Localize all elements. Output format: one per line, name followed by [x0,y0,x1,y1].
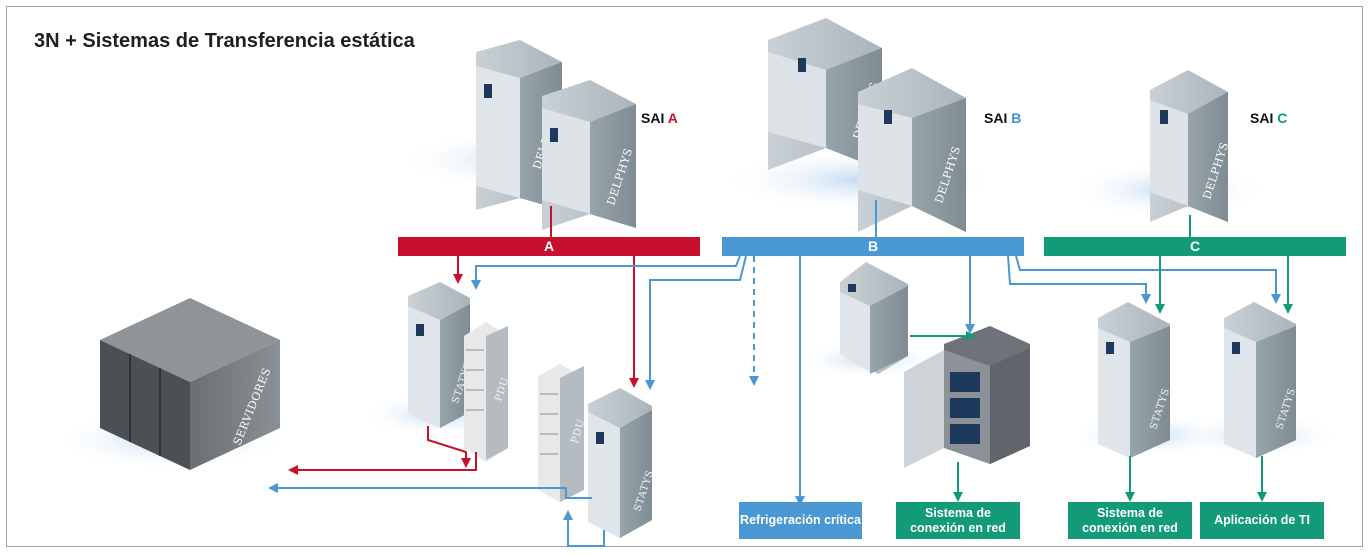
red-sts1-pdu [427,426,471,468]
diagram-title: 3N + Sistemas de Transferencia estática [34,30,415,52]
blue-to-sts4 [1015,255,1281,304]
ups-a-label: SAI A [641,110,678,126]
network-rack [904,326,1030,468]
box-cooling: Refrigeración crítica [739,502,862,539]
diagram-frame [6,6,1363,547]
bus-a: A [398,237,700,256]
ups-a-prefix: SAI [641,110,668,126]
pdu-rack-2: PDU [538,364,587,502]
ups-b-cabinet-1: DELPHYS [768,18,882,170]
blue-to-servers [268,483,592,499]
ups-b-label: SAI B [984,110,1021,126]
servers-rack: SERVIDORES [100,298,280,470]
sts-cabinet-1: STATYS [408,282,474,428]
ups-b-cabinet-2: DELPHYS [858,68,966,232]
ups-c-letter: C [1277,110,1288,126]
ups-a-cabinet-2: DELPHYS [542,80,636,230]
ups-c-cabinet: DELPHYS [1150,70,1231,222]
blue-arrow-sts1 [471,255,741,290]
small-ups-unit [840,262,908,374]
ups-a-letter: A [667,110,678,126]
ups-b-letter: B [1011,110,1022,126]
bus-b: B [722,237,1024,256]
bus-c: C [1044,237,1346,256]
box-it-application: Aplicación de TI [1200,502,1324,539]
ups-c-label: SAI C [1250,110,1287,126]
box-network-1: Sistema de conexión en red [896,502,1020,539]
sts-cabinet-2: STATYS [588,388,656,538]
red-to-servers [288,452,477,475]
blue-arrow-sts2 [645,255,747,390]
blue-sts2-loop [563,510,605,547]
blue-to-sts3 [1007,255,1151,304]
sts-cabinet-4: STATYS [1224,302,1298,458]
ups-b-prefix: SAI [984,110,1012,126]
box-network-2: Sistema de conexión en red [1068,502,1192,539]
sts-cabinet-3: STATYS [1098,302,1172,458]
ups-c-prefix: SAI [1250,110,1278,126]
pdu-rack-1: PDU [464,322,511,462]
